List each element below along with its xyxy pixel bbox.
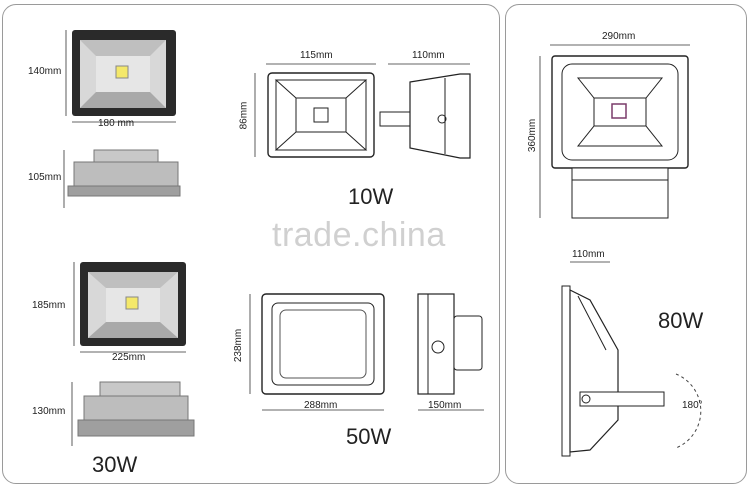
watermark: trade.china bbox=[272, 216, 446, 254]
drawing-80w-front bbox=[551, 55, 689, 219]
product-10w-front bbox=[72, 30, 176, 116]
dim-80w-draw-height: 360mm bbox=[527, 118, 539, 153]
product-30w-side bbox=[77, 381, 195, 437]
dim-30w-front-height: 185mm bbox=[32, 300, 66, 311]
drawing-50w-side bbox=[417, 293, 483, 395]
dim-10w-draw-height: 86mm bbox=[238, 101, 250, 130]
dim-10w-draw-width: 115mm bbox=[300, 50, 333, 61]
label-30w: 30W bbox=[92, 452, 138, 477]
product-10w-side bbox=[67, 149, 181, 197]
dim-80w-draw-width: 290mm bbox=[602, 31, 636, 42]
dim-10w-front-width: 180 mm bbox=[98, 118, 135, 129]
dim-80w-draw-depth: 110mm bbox=[572, 249, 605, 260]
dim-30w-front-width: 225mm bbox=[112, 352, 146, 363]
drawing-10w-front bbox=[267, 72, 375, 158]
dim-30w-side-height: 130mm bbox=[32, 406, 66, 417]
rotation-degree: 180° bbox=[682, 400, 703, 411]
label-50w: 50W bbox=[346, 424, 392, 449]
label-80w: 80W bbox=[658, 308, 704, 333]
dim-50w-draw-width: 288mm bbox=[304, 400, 338, 411]
drawing-50w-front bbox=[261, 293, 385, 395]
dim-50w-draw-height: 238mm bbox=[233, 328, 245, 363]
drawing-80w-side bbox=[561, 285, 665, 457]
dim-50w-draw-depth: 150mm bbox=[428, 400, 462, 411]
dim-10w-draw-depth: 110mm bbox=[412, 50, 445, 61]
label-10w: 10W bbox=[348, 184, 394, 209]
dim-10w-front-height: 140mm bbox=[28, 66, 62, 77]
dim-10w-side-height: 105mm bbox=[28, 172, 62, 183]
product-30w-front bbox=[80, 262, 186, 346]
drawing-10w-side bbox=[379, 73, 471, 159]
